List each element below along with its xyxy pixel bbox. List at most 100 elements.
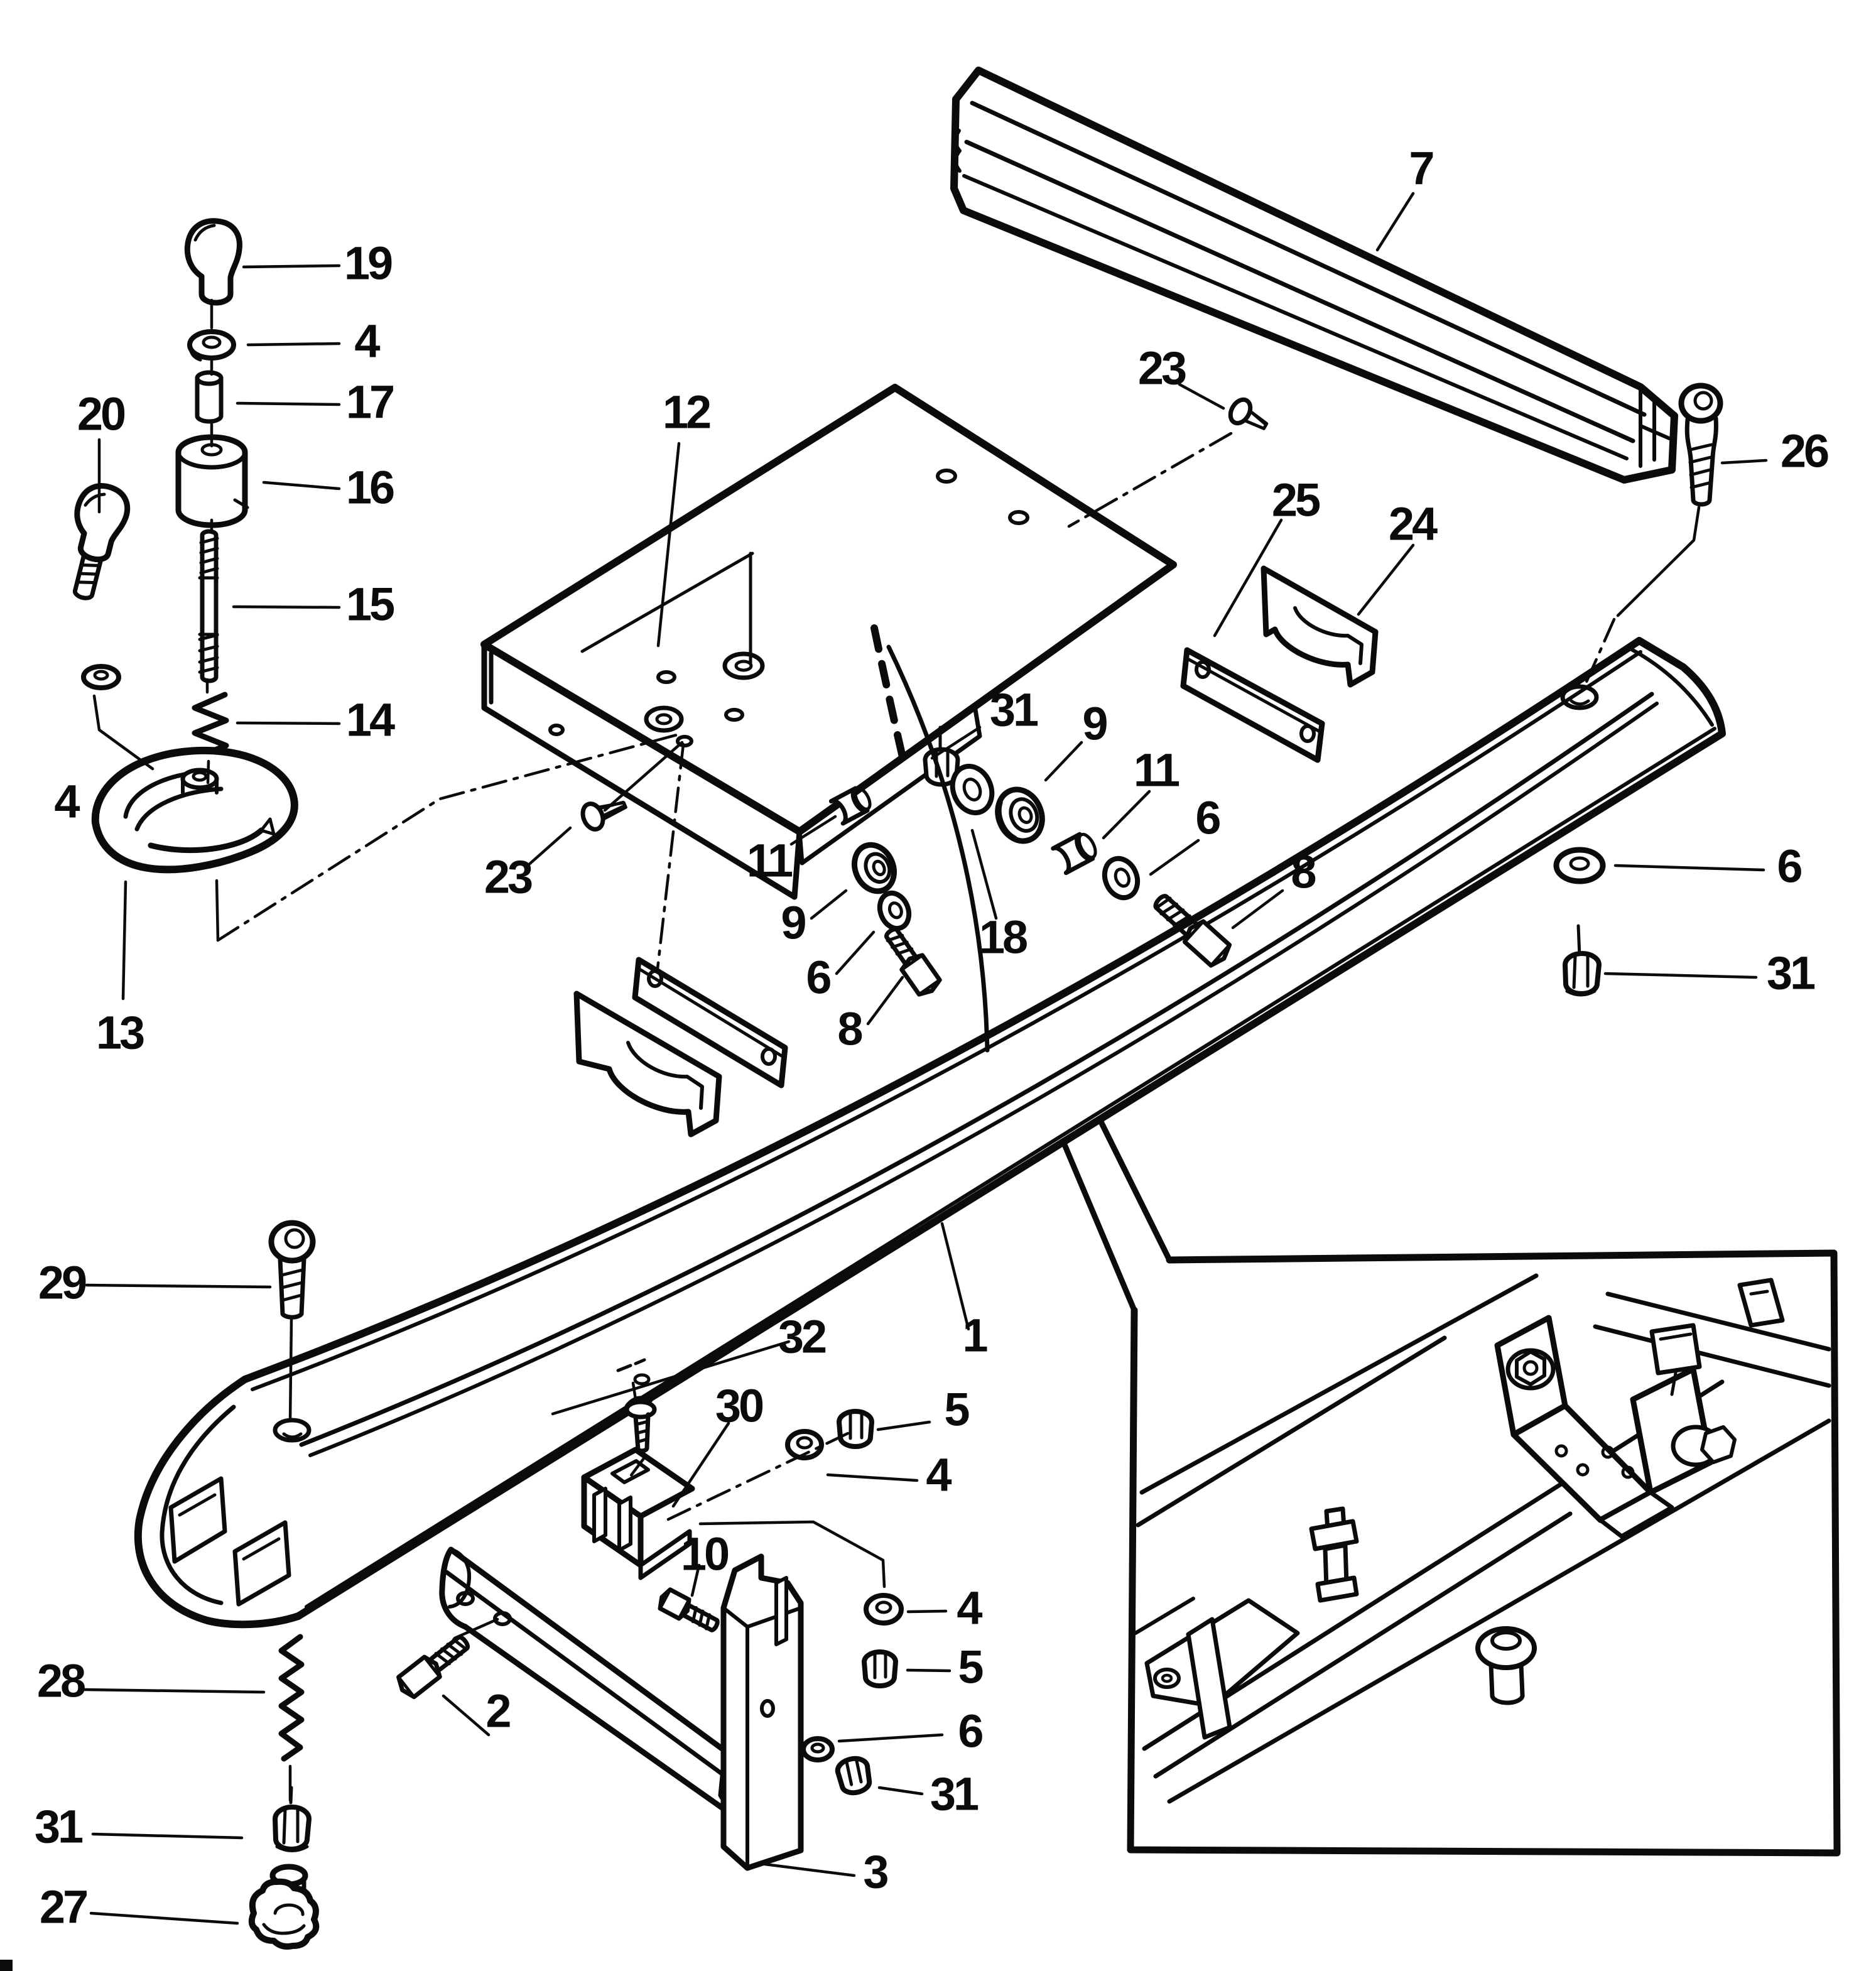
callout-16: 16 bbox=[346, 462, 394, 514]
section-dash-line bbox=[870, 624, 906, 761]
part-1-main-rail bbox=[134, 637, 1726, 1629]
callout-20: 20 bbox=[77, 388, 125, 440]
part-9-bearing-right bbox=[995, 786, 1045, 844]
leader-lines bbox=[82, 192, 1768, 1925]
callout-11-right: 11 bbox=[1134, 744, 1179, 796]
callout-10: 10 bbox=[681, 1528, 729, 1580]
callout-31-bottomleft: 31 bbox=[35, 1801, 83, 1853]
part-9-bearing-left bbox=[852, 842, 897, 894]
part-2-hex-bolt bbox=[396, 1635, 470, 1700]
callout-7: 7 bbox=[1409, 143, 1433, 195]
part-11-spacer-right bbox=[1051, 832, 1097, 876]
part-12-table-plate bbox=[480, 384, 1177, 900]
part-16-cap bbox=[175, 434, 249, 528]
callout-27: 27 bbox=[40, 1881, 87, 1933]
leader-lower-hardware bbox=[698, 1520, 886, 1588]
leader-bolt2-axis bbox=[453, 1617, 499, 1640]
callout-1: 1 bbox=[962, 1310, 987, 1362]
centerline-screw26 bbox=[1583, 617, 1616, 687]
callout-31-bottom: 31 bbox=[930, 1768, 979, 1820]
part-5-nut-lower bbox=[862, 1649, 898, 1688]
callout-9-right: 9 bbox=[1082, 698, 1107, 750]
part-6-washer-bottom bbox=[801, 1736, 835, 1762]
callout-24: 24 bbox=[1389, 498, 1438, 550]
inset-detail-box bbox=[1061, 1117, 1841, 1857]
callout-23-left: 23 bbox=[484, 851, 532, 903]
callout-6-right: 6 bbox=[1195, 792, 1220, 844]
callout-8-left: 8 bbox=[837, 1003, 862, 1055]
part-6-washer-rightside bbox=[1553, 847, 1606, 884]
part-17-sleeve bbox=[195, 370, 224, 424]
part-20-knob bbox=[72, 483, 131, 600]
part-5-nut-upper bbox=[837, 1409, 874, 1449]
part-4-washer-left bbox=[81, 664, 121, 690]
centerline-screw23-top bbox=[1067, 432, 1233, 528]
centerline-upper-hardware bbox=[666, 1431, 850, 1521]
part-11-spacer-left bbox=[828, 786, 872, 826]
callout-18: 18 bbox=[979, 911, 1027, 964]
callout-4-lower: 4 bbox=[957, 1582, 982, 1634]
part-washer-18-target bbox=[950, 764, 995, 815]
callout-23-top: 23 bbox=[1138, 342, 1186, 394]
callout-4-left: 4 bbox=[54, 776, 80, 828]
callout-11-left: 11 bbox=[747, 835, 793, 887]
part-8-bolt-right bbox=[1153, 894, 1232, 968]
part-4-washer-top bbox=[187, 329, 236, 362]
part-26-screw bbox=[1678, 383, 1723, 507]
callout-6-left: 6 bbox=[806, 952, 830, 1004]
callout-5-upper: 5 bbox=[944, 1384, 969, 1436]
callout-9-left: 9 bbox=[781, 897, 805, 949]
callout-25: 25 bbox=[1272, 474, 1320, 526]
leader-screw23-left bbox=[603, 741, 684, 812]
part-24-clamp-bracket-right bbox=[1261, 565, 1379, 688]
part-30-z-bracket bbox=[581, 1447, 695, 1580]
part-bar-square-tube bbox=[439, 1546, 737, 1819]
callout-19: 19 bbox=[344, 237, 392, 290]
part-32-screw bbox=[624, 1396, 657, 1453]
callout-28: 28 bbox=[37, 1655, 85, 1707]
part-31-nut-rightside bbox=[1563, 924, 1602, 997]
callout-17: 17 bbox=[346, 376, 393, 428]
part-4-washer-upper bbox=[785, 1429, 824, 1460]
part-3-bracket-plate bbox=[720, 1553, 804, 1871]
callout-31-cluster: 31 bbox=[990, 684, 1038, 736]
part-23-screw-top bbox=[1228, 397, 1269, 430]
callout-30: 30 bbox=[715, 1380, 763, 1432]
part-15-threaded-stud bbox=[198, 529, 219, 683]
part-4-washer-lower bbox=[864, 1593, 904, 1626]
callout-2: 2 bbox=[485, 1685, 510, 1737]
part-31-nut-bottomleft bbox=[273, 1786, 312, 1852]
callout-8-right: 8 bbox=[1291, 846, 1315, 898]
callout-5-lower: 5 bbox=[958, 1641, 983, 1693]
callout-6-bottom: 6 bbox=[958, 1705, 982, 1757]
part-25-clamp-plate-right bbox=[1180, 647, 1325, 763]
part-10-bolt bbox=[658, 1587, 720, 1632]
part-19-knob bbox=[184, 218, 242, 306]
part-13-base bbox=[91, 746, 298, 874]
part-6-washer-left-cluster bbox=[877, 890, 912, 931]
page-corner-artifact bbox=[0, 1960, 13, 1971]
sweep-curve bbox=[886, 644, 990, 1053]
part-23-screw-left bbox=[580, 800, 627, 832]
centerline-screw32 bbox=[629, 1381, 648, 1478]
callout-31-rightside: 31 bbox=[1767, 947, 1815, 999]
part-14-spring bbox=[192, 692, 229, 761]
callout-4-top: 4 bbox=[354, 315, 380, 367]
callout-4-upper: 4 bbox=[926, 1449, 952, 1501]
center-lines-left-column bbox=[92, 298, 685, 970]
callout-12: 12 bbox=[663, 386, 710, 438]
part-29-socket-screw bbox=[268, 1220, 316, 1423]
part-25-clamp-plate-left bbox=[632, 957, 788, 1089]
part-27-knurled-knob bbox=[248, 1864, 320, 1950]
part-6-washer-right-cluster bbox=[1102, 855, 1141, 901]
part-31-nut-bottom bbox=[835, 1756, 872, 1796]
callout-32: 32 bbox=[778, 1311, 826, 1363]
callout-26: 26 bbox=[1781, 425, 1828, 477]
part-8-bolt-left bbox=[884, 926, 942, 997]
callout-13: 13 bbox=[96, 1007, 144, 1059]
part-24-clamp-bracket-left bbox=[573, 991, 722, 1138]
callout-15: 15 bbox=[346, 578, 394, 631]
part-28-spring bbox=[278, 1634, 305, 1802]
